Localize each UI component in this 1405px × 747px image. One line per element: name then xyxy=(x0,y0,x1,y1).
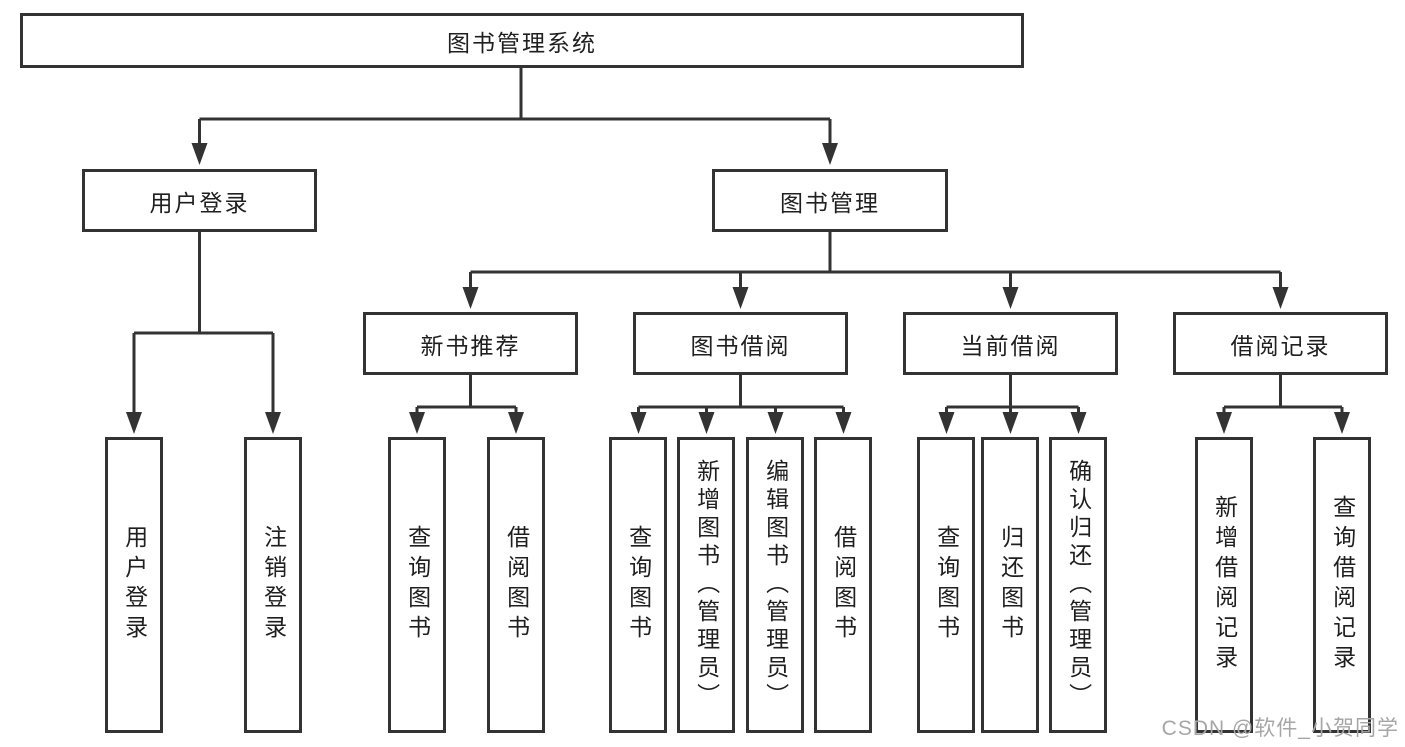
node-current-borrow: 当前借阅 xyxy=(903,312,1118,375)
leaf-bb-add-books-admin: 新增图书（管理员） xyxy=(677,437,735,733)
leaf-br-add-record: 新增借阅记录 xyxy=(1195,437,1253,733)
leaf-cb-confirm-return-admin: 确认归还（管理员） xyxy=(1049,437,1107,733)
node-new-book-recommend: 新书推荐 xyxy=(363,312,578,375)
leaf-bb-borrow-books: 借阅图书 xyxy=(814,437,872,733)
node-root: 图书管理系统 xyxy=(20,13,1024,68)
leaf-cb-query-books: 查询图书 xyxy=(917,437,975,733)
arrowheads xyxy=(126,143,1350,434)
leaf-user-login: 用户登录 xyxy=(105,437,163,733)
node-user-login: 用户登录 xyxy=(82,169,317,232)
node-book-management: 图书管理 xyxy=(712,169,948,232)
leaf-br-query-record: 查询借阅记录 xyxy=(1313,437,1371,733)
leaf-bb-edit-books-admin: 编辑图书（管理员） xyxy=(746,437,804,733)
node-borrow-records: 借阅记录 xyxy=(1173,312,1388,375)
leaf-bb-query-books: 查询图书 xyxy=(609,437,667,733)
leaf-nbr-query-books: 查询图书 xyxy=(388,437,446,733)
csdn-watermark: CSDN @软件_小贺同学 xyxy=(1161,717,1399,740)
leaf-cb-return-books: 归还图书 xyxy=(981,437,1039,733)
node-book-borrow: 图书借阅 xyxy=(633,312,848,375)
leaf-nbr-borrow-books: 借阅图书 xyxy=(487,437,545,733)
leaf-logout-login: 注销登录 xyxy=(244,437,302,733)
